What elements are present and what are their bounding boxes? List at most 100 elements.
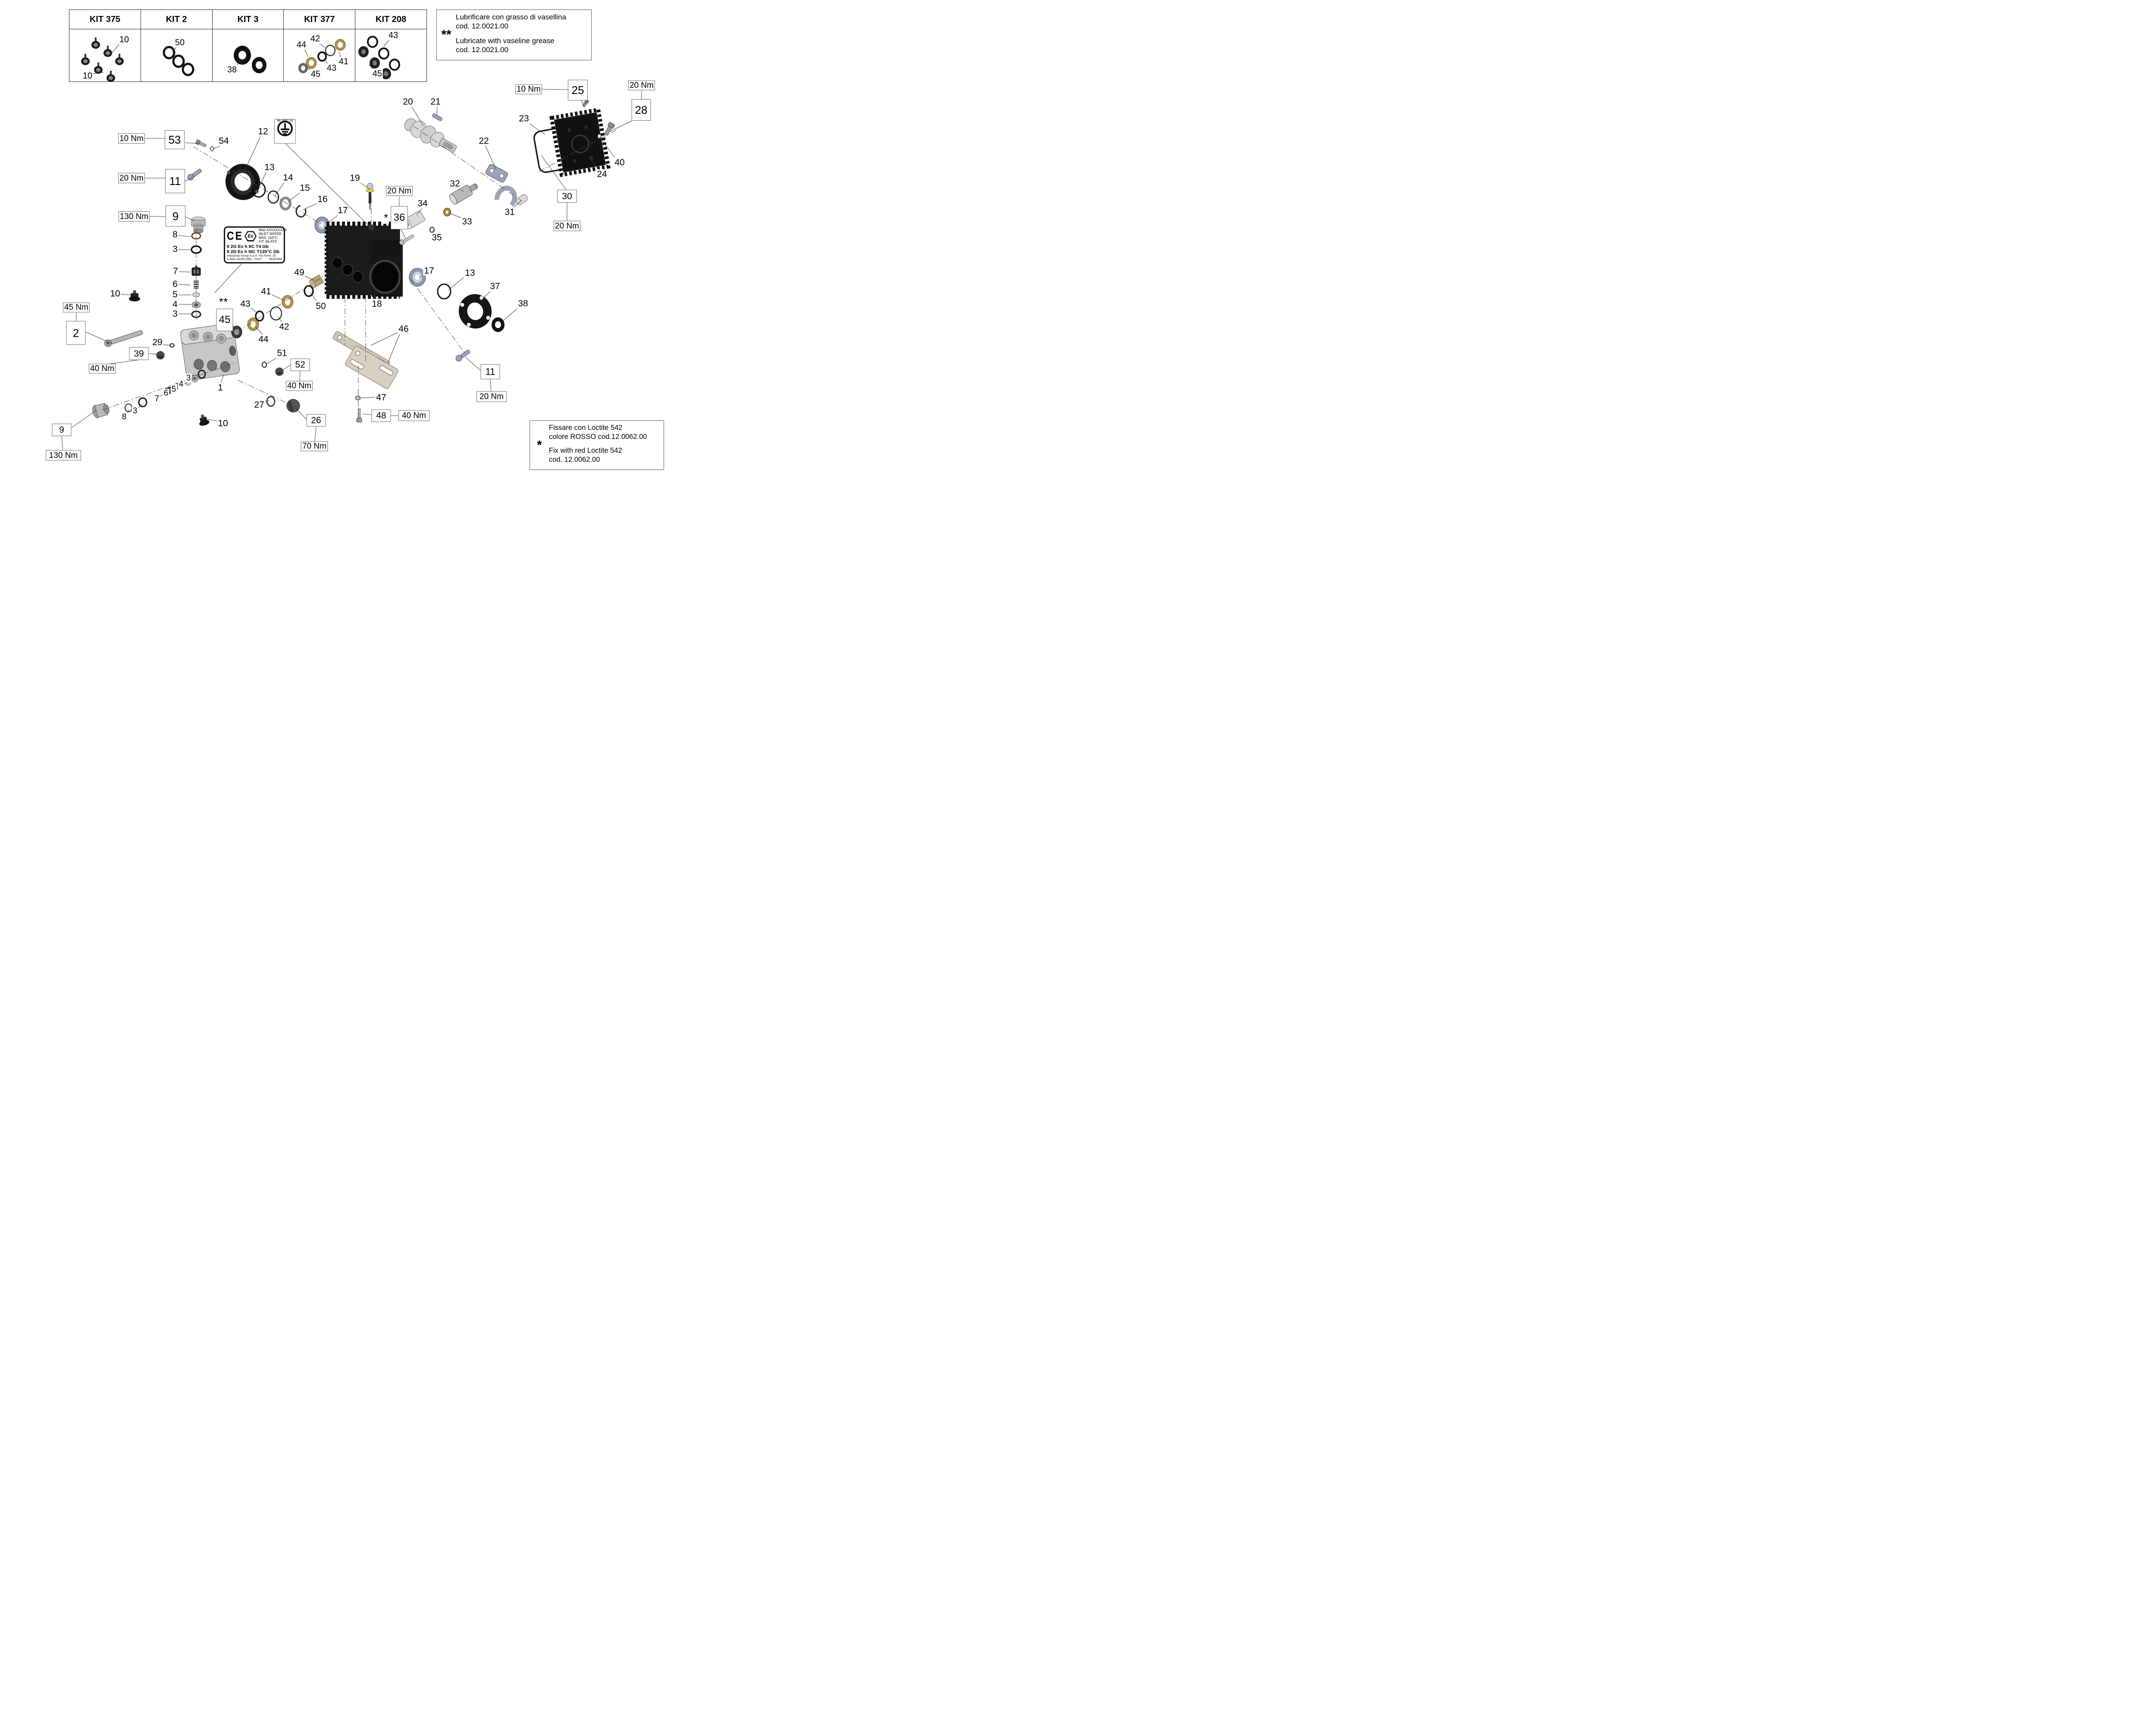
atex-dust-line: II 2D Ex h IIIC T135°C Db [227, 249, 280, 254]
leader-line [185, 175, 197, 182]
plug-52 [275, 367, 284, 376]
callout-10: 10 [118, 35, 130, 44]
callout-41: 41 [338, 57, 350, 66]
o-ring-13-right [437, 283, 451, 300]
note-line: colore ROSSO cod.12.0062.00 [549, 432, 647, 441]
o-ring-35 [429, 227, 435, 233]
callout-17: 17 [423, 266, 435, 276]
callout-50: 50 [174, 38, 186, 47]
leader-line [214, 263, 242, 293]
ce-info-block: Matr.XXXXXXXXX INLET WATER MAX. 110°C F/… [258, 228, 287, 244]
leader-line [362, 413, 372, 415]
kit-column: KIT 375 [69, 10, 141, 81]
circlip-16 [295, 205, 307, 218]
oil-seal-38 [492, 317, 505, 332]
note-line: Fix with red Loctite 542 [549, 447, 622, 455]
valve-10-left [129, 290, 140, 301]
connector-line [314, 426, 317, 442]
kit-header: KIT 2 [141, 10, 212, 29]
callout-4: 4 [178, 379, 185, 389]
leader-line [71, 410, 97, 428]
o-ring-3c [138, 397, 147, 407]
leader-line [232, 326, 237, 331]
kit377-seals [298, 39, 346, 73]
valve-10-bottom [199, 414, 210, 426]
ring-43 [255, 310, 264, 322]
callout-37: 37 [489, 281, 501, 291]
callout-7: 7 [154, 394, 160, 404]
callout-53: 53 [165, 130, 185, 149]
callout-3: 3 [172, 309, 179, 319]
callout-11: 11 [480, 364, 500, 379]
callout-8: 8 [172, 229, 179, 240]
centerline [202, 362, 237, 375]
note-line: cod. 12.0062.00 [549, 455, 600, 463]
callout-35: 35 [431, 232, 443, 243]
connector-line [490, 379, 492, 391]
leader-line [85, 332, 113, 344]
callout-3: 3 [172, 244, 179, 254]
callout-20-nm: 20 Nm [118, 173, 145, 183]
leader-line [295, 408, 307, 420]
leader-line [599, 136, 617, 160]
callout-20-nm: 20 Nm [476, 391, 507, 402]
callout-10: 10 [81, 71, 94, 81]
callout-51: 51 [276, 348, 288, 358]
seal-41 [282, 295, 294, 309]
centerline [410, 279, 466, 355]
callout-42: 42 [309, 34, 321, 44]
callout-12: 12 [257, 126, 269, 137]
screw-11-right [455, 350, 470, 362]
kit-column: KIT 377 [284, 10, 356, 81]
o-ring-3d [197, 370, 206, 379]
callout-3: 3 [185, 373, 192, 383]
note-line: Fissare con Loctite 542 [549, 424, 623, 432]
callout-34: 34 [417, 198, 429, 209]
plug-9-bottom [92, 403, 110, 418]
callout-43: 43 [387, 31, 399, 40]
callout-130-nm: 130 Nm [46, 450, 81, 460]
bushing-49 [309, 274, 324, 288]
leader-line [220, 374, 224, 385]
earth-icon [277, 121, 293, 136]
callout-10-nm: 10 Nm [118, 133, 145, 144]
callout-18: 18 [371, 299, 383, 309]
callout-40-nm: 40 Nm [398, 410, 429, 421]
callout-40-nm: 40 Nm [89, 363, 116, 374]
callout-45-nm: 45 Nm [63, 302, 90, 313]
callout-21: 21 [429, 97, 442, 107]
label-code: 98287580 [269, 257, 282, 261]
callout-7: 7 [172, 266, 179, 276]
callout-42: 42 [278, 322, 290, 332]
leader-line [285, 143, 369, 226]
note-line: cod. 12.0021.00 [456, 22, 508, 31]
leader-line [178, 235, 191, 237]
callout-45: 45 [371, 69, 383, 78]
callout-25: 25 [568, 80, 588, 100]
exploded-drawing [61, 36, 642, 450]
leader-line [244, 134, 262, 172]
callout-8: 8 [121, 412, 128, 422]
double-asterisk-symbol: ** [441, 28, 451, 42]
address-line: Interpump Group S.p.A. Via Fermi, 25 [227, 254, 276, 257]
leader-line [448, 275, 467, 290]
inlet-line: INLET WATER [258, 232, 282, 236]
kit-column: KIT 208 [355, 10, 426, 81]
callout-22: 22 [478, 136, 490, 146]
callout-52: 52 [290, 358, 310, 371]
leader-line [275, 180, 286, 196]
callout-50: 50 [315, 301, 327, 311]
seal-45 [231, 326, 242, 338]
leader-line [541, 155, 567, 190]
callout-9: 9 [52, 423, 72, 436]
connector-line [61, 436, 63, 450]
address-line-2: S.Ilario 42049 (RE) - ITALY 98287580 [227, 258, 282, 261]
leader-line [401, 229, 406, 239]
callout-1: 1 [217, 382, 224, 393]
callout-44: 44 [295, 40, 307, 50]
plug-39 [156, 351, 165, 360]
callout-32: 32 [449, 179, 461, 189]
kit-header: KIT 377 [284, 10, 355, 29]
callout-39: 39 [129, 347, 149, 360]
callout-4: 4 [172, 299, 179, 310]
